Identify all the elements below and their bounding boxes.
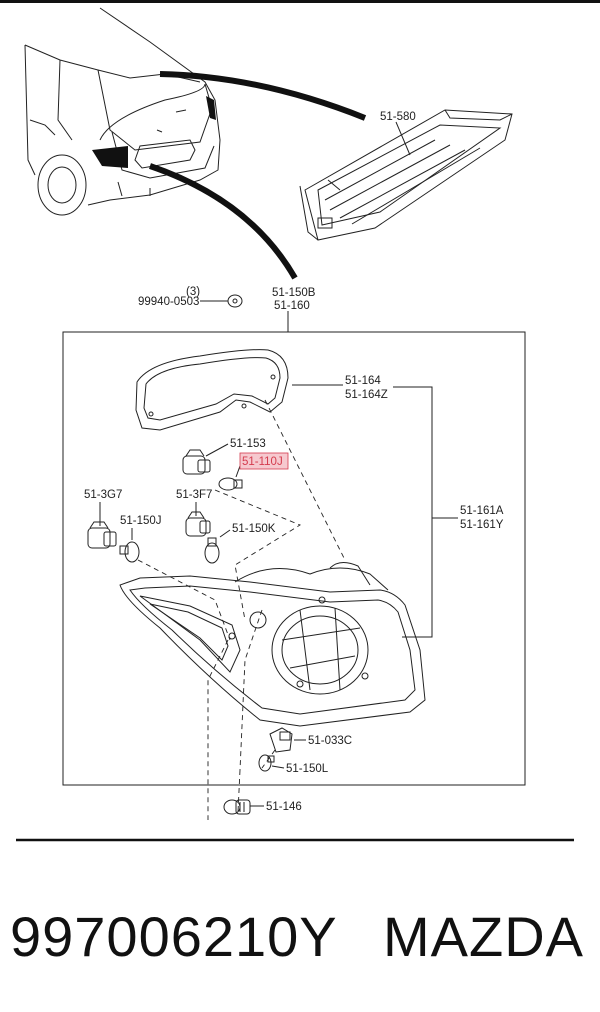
callout-51-160: 51-160 <box>274 300 310 312</box>
bulb-51-110j-icon <box>218 477 243 491</box>
leader-curve-high-mount <box>159 71 367 121</box>
callout-51-150b: 51-150B <box>272 287 316 299</box>
screw-icon <box>227 294 243 308</box>
tail-lamp-highlight-on-vehicle <box>92 146 128 168</box>
callout-51-146: 51-146 <box>266 801 302 813</box>
high-mount-lamp-highlight-on-vehicle <box>206 96 216 120</box>
bulb-51-150l-icon <box>258 754 275 772</box>
callout-51-110j: 51-110J <box>242 456 283 468</box>
socket-51-3f7-icon <box>185 511 211 537</box>
bulb-51-150j-icon <box>119 541 140 563</box>
vehicle-rear-view-icon <box>24 7 221 216</box>
socket-51-033c-icon <box>269 727 293 753</box>
leader-curve-tail-lamp <box>149 163 298 280</box>
callout-screw-qty: (3) <box>186 286 200 298</box>
assembly-frame <box>62 331 526 786</box>
callout-51-153: 51-153 <box>230 438 266 450</box>
callout-51-3g7: 51-3G7 <box>84 489 122 501</box>
callout-99940-0503: 99940-0503 <box>138 296 199 308</box>
socket-51-3g7-icon <box>87 521 117 549</box>
gasket-drawing <box>135 349 289 431</box>
callout-51-161y: 51-161Y <box>460 519 504 531</box>
brand-name: MAZDA <box>383 905 584 968</box>
callout-51-164z: 51-164Z <box>345 389 388 401</box>
bulb-51-150k-icon <box>204 537 220 564</box>
highlight-box-51-110j <box>239 452 289 470</box>
callout-51-150j: 51-150J <box>120 515 162 527</box>
callout-51-580: 51-580 <box>380 111 416 123</box>
callout-51-161a: 51-161A <box>460 505 504 517</box>
callout-51-150l: 51-150L <box>286 763 329 775</box>
callout-51-150k: 51-150K <box>232 523 276 535</box>
high-mount-stop-lamp-drawing <box>299 109 513 241</box>
callout-51-033c: 51-033C <box>308 735 352 747</box>
callout-51-3f7: 51-3F7 <box>176 489 212 501</box>
socket-51-153-icon <box>182 449 211 475</box>
clip-51-146-icon <box>223 799 251 815</box>
part-number: 997006210Y <box>10 905 338 968</box>
tail-lamp-assembly-drawing <box>119 562 426 727</box>
callout-51-164: 51-164 <box>345 375 381 387</box>
